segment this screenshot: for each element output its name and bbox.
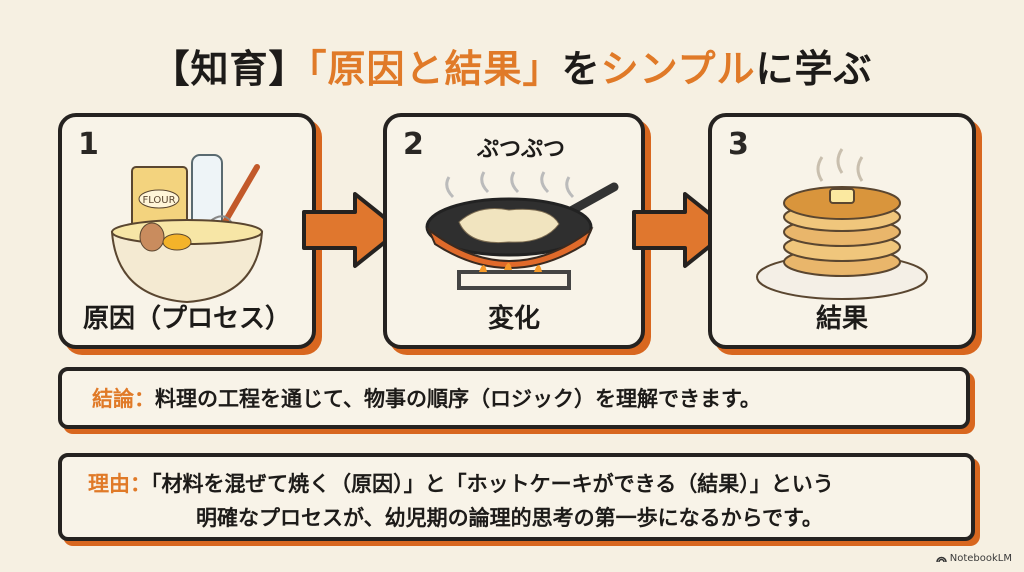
reason-box: 理由：「材料を混ぜて焼く（原因）」と「ホットケーキができる（結果）」という 明確… (58, 453, 975, 541)
title-highlight-simple: シンプル (600, 47, 756, 91)
sound-effect-text: ぷつぷつ (477, 137, 566, 162)
step-card-1: 1 FLOUR 原因（プロセス） (58, 113, 316, 349)
reason-label: 理由： (88, 472, 151, 496)
step-card-2: 2 ぷつぷつ 変化 (383, 113, 645, 349)
frying-pan-icon (425, 171, 619, 290)
step-number: 2 (403, 127, 424, 162)
step-caption: 変化 (487, 304, 540, 334)
conclusion-text: 料理の工程を通じて、物事の順序（ロジック）を理解できます。 (155, 387, 761, 411)
credit-text: NotebookLM (949, 553, 1012, 564)
pancake-stack-icon (756, 148, 928, 300)
mixing-bowl-icon: FLOUR (110, 154, 264, 304)
page-title: 【知育】「原因と結果」をシンプルに学ぶ (0, 38, 1024, 93)
title-prefix: 【知育】 (151, 47, 308, 91)
step-caption: 原因（プロセス） (82, 304, 291, 334)
title-mid: を (561, 47, 601, 91)
conclusion-box: 結論：料理の工程を通じて、物事の順序（ロジック）を理解できます。 (58, 367, 970, 429)
reason-text-line1: 「材料を混ぜて焼く（原因）」と「ホットケーキができる（結果）」という (151, 472, 834, 496)
arrow-right-icon (632, 192, 732, 268)
notebooklm-credit: NotebookLM (936, 553, 1012, 564)
title-suffix: に学ぶ (755, 47, 873, 91)
step-number: 3 (728, 127, 749, 162)
notebooklm-logo-icon (936, 556, 947, 563)
step-card-3: 3 結果 (708, 113, 976, 349)
reason-text-line2: 明確なプロセスが、幼児期の論理的思考の第一歩になるからです。 (196, 506, 823, 530)
title-highlight-cause-effect: 「原因と結果」 (307, 47, 562, 91)
conclusion-label: 結論： (92, 387, 155, 411)
step-number: 1 (78, 127, 99, 162)
arrow-right-icon (302, 192, 402, 268)
svg-text:FLOUR: FLOUR (142, 195, 175, 206)
step-caption: 結果 (815, 304, 868, 334)
